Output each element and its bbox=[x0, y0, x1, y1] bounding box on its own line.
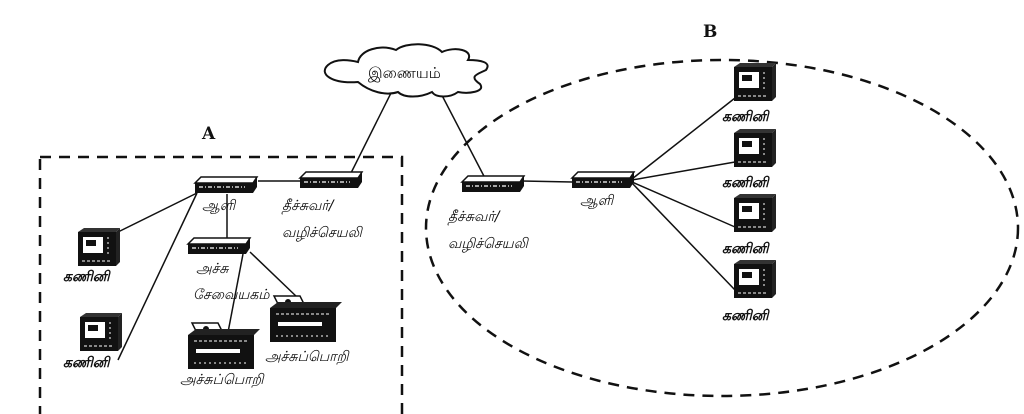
hub-a-label: ஆளி bbox=[202, 198, 236, 214]
computer-b-3-icon bbox=[733, 193, 777, 233]
hub-a-icon bbox=[194, 176, 258, 194]
hub-b-icon bbox=[571, 171, 635, 189]
firewall-a-label-line2: வழிச்செயலி bbox=[282, 225, 362, 241]
zone-a-label: A bbox=[202, 124, 216, 144]
computer-a-1-icon bbox=[77, 227, 121, 267]
print-server-label-line2: சேவையகம் bbox=[193, 287, 270, 303]
firewall-a-icon bbox=[299, 171, 363, 189]
internet-label: இணையம் bbox=[368, 64, 441, 82]
computer-b-1-icon bbox=[733, 62, 777, 102]
computer-a-2-icon bbox=[79, 312, 123, 352]
firewall-b-label-line1: தீச்சுவர்/ bbox=[448, 209, 500, 225]
printer-2-icon bbox=[269, 295, 343, 343]
print-server-label-line1: அச்சு bbox=[196, 261, 229, 277]
link-hub-b-computer-3 bbox=[631, 181, 736, 228]
internet-cloud-icon bbox=[323, 43, 489, 98]
connections bbox=[117, 79, 736, 361]
printer-1-label: அச்சுப்பொறி bbox=[180, 372, 264, 388]
link-hub-b-computer-4 bbox=[631, 182, 736, 291]
firewall-b-icon bbox=[461, 175, 525, 193]
computer-b-3-label: கணினி bbox=[722, 241, 769, 257]
printer-1-icon bbox=[187, 322, 261, 370]
computer-b-1-label: கணினி bbox=[722, 109, 769, 125]
link-firewall-b-hub-b bbox=[521, 180, 573, 183]
link-internet-firewall-a bbox=[349, 82, 397, 176]
link-hub-b-computer-1 bbox=[631, 97, 736, 180]
print-server-icon bbox=[187, 237, 251, 255]
hub-b-label: ஆளி bbox=[580, 193, 614, 209]
link-hub-a-computer-1 bbox=[117, 192, 198, 233]
link-hub-b-computer-2 bbox=[631, 161, 736, 181]
computer-b-2-label: கணினி bbox=[722, 175, 769, 191]
computer-a-2-label: கணினி bbox=[63, 355, 110, 371]
firewall-a-label-line1: தீச்சுவர்/ bbox=[282, 198, 334, 214]
zone-a-boundary bbox=[38, 155, 404, 414]
computer-b-2-icon bbox=[733, 128, 777, 168]
printer-2-label: அச்சுப்பொறி bbox=[265, 349, 349, 365]
zone-b-boundary bbox=[424, 58, 1020, 398]
firewall-b-label-line2: வழிச்செயலி bbox=[448, 236, 528, 252]
zone-b-label: B bbox=[703, 22, 718, 42]
computer-b-4-label: கணினி bbox=[722, 308, 769, 324]
computer-a-1-label: கணினி bbox=[63, 269, 110, 285]
computer-b-4-icon bbox=[733, 259, 777, 299]
link-print-server-printer-2 bbox=[249, 251, 299, 299]
link-hub-a-computer-2 bbox=[117, 192, 198, 361]
